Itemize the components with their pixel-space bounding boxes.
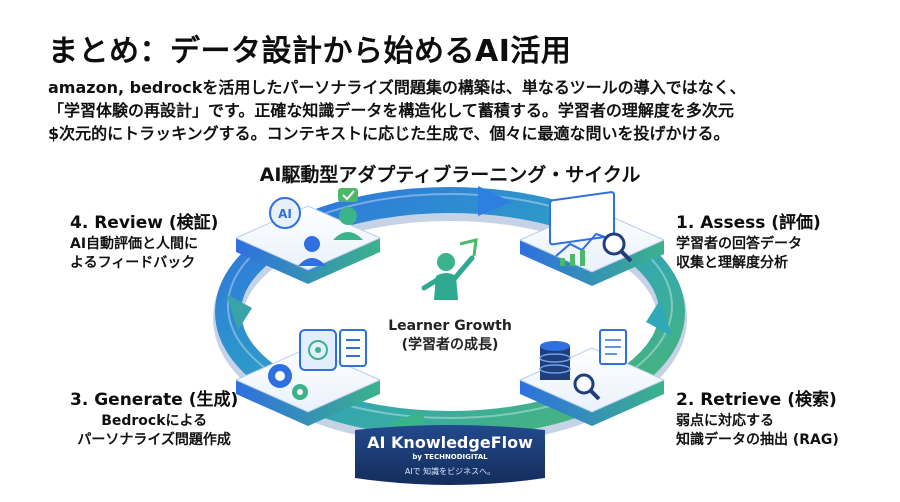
brand-badge xyxy=(355,425,545,485)
person-icon xyxy=(298,236,326,266)
step-generate-desc-2: パーソナライズ問題作成 xyxy=(77,432,231,448)
database-icon xyxy=(539,341,571,380)
lead-line: 「学習体験の再設計」です。正確な知識データを構造化して蓄積する。学習者の理解度を… xyxy=(48,101,734,120)
brand-tagline: AIで 知識をビジネスへ。 xyxy=(404,467,496,476)
generate-platform xyxy=(234,329,382,426)
step-assess-desc-1: 学習者の回答データ xyxy=(676,236,802,252)
cycle-title: AI駆動型アダプティブラーニング・サイクル xyxy=(259,164,641,186)
lead-line: amazon, bedrockを活用したパーソナライズ問題集の構築は、単なるツー… xyxy=(48,78,746,97)
learner-growth-en: Learner Growth xyxy=(388,318,512,334)
step-retrieve-title: 2. Retrieve (検索) xyxy=(676,390,837,410)
ai-chip-label: AI xyxy=(278,207,292,221)
step-review: 4. Review (検証) AI自動評価と人間に よるフィードバック xyxy=(70,208,218,273)
step-retrieve-desc-1: 弱点に対応する xyxy=(676,413,774,429)
check-icon xyxy=(338,188,358,202)
step-retrieve-desc-2: 知識データの抽出 (RAG) xyxy=(676,432,839,448)
step-assess: 1. Assess (評価) 学習者の回答データ 収集と理解度分析 xyxy=(676,208,821,273)
brand-name: AI KnowledgeFlow xyxy=(367,433,533,452)
step-retrieve: 2. Retrieve (検索) 弱点に対応する 知識データの抽出 (RAG) xyxy=(676,385,839,450)
brand-badge-text: AI KnowledgeFlow by TECHNODIGITAL AIで 知識… xyxy=(360,433,540,477)
magnifier-icon xyxy=(573,373,601,401)
learner-growth-icon xyxy=(421,238,478,300)
step-generate-title: 3. Generate (生成) xyxy=(70,390,239,410)
line-chart-icon xyxy=(549,191,615,266)
magnifier-icon xyxy=(602,232,633,263)
step-review-desc-2: よるフィードバック xyxy=(70,255,196,271)
checklist-icon xyxy=(339,329,367,367)
assess-platform xyxy=(518,191,666,286)
brand-by: by TECHNODIGITAL xyxy=(412,453,488,461)
step-review-desc-1: AI自動評価と人間に xyxy=(70,236,199,252)
gear-icon xyxy=(292,384,308,400)
step-review-title: 4. Review (検証) xyxy=(70,213,219,233)
retrieve-platform xyxy=(518,329,666,426)
page-title: まとめ：データ設計から始めるAI活用 xyxy=(48,34,572,69)
reviewer-icon xyxy=(333,207,363,240)
brain-icon xyxy=(299,329,337,371)
step-generate-desc-1: Bedrockによる xyxy=(101,413,208,429)
lead-paragraph: amazon, bedrockを活用したパーソナライズ問題集の構築は、単なるツー… xyxy=(48,76,878,145)
learner-growth-label: Learner Growth (学習者の成長) xyxy=(385,317,515,355)
document-icon xyxy=(599,329,627,365)
arrow-down-icon xyxy=(646,300,672,336)
review-platform: AI xyxy=(234,188,382,284)
step-assess-desc-2: 収集と理解度分析 xyxy=(676,255,788,271)
robot-icon: AI xyxy=(269,197,301,229)
gear-icon xyxy=(268,364,292,388)
lead-line: $次元的にトラッキングする。コンテキストに応じた生成で、個々に最適な問いを投げか… xyxy=(48,124,730,143)
step-generate: 3. Generate (生成) Bedrockによる パーソナライズ問題作成 xyxy=(70,385,238,450)
learner-growth-ja: (学習者の成長) xyxy=(401,337,499,353)
arrow-right-icon xyxy=(478,186,512,216)
step-assess-title: 1. Assess (評価) xyxy=(676,213,821,233)
arrow-up-icon xyxy=(226,294,252,330)
